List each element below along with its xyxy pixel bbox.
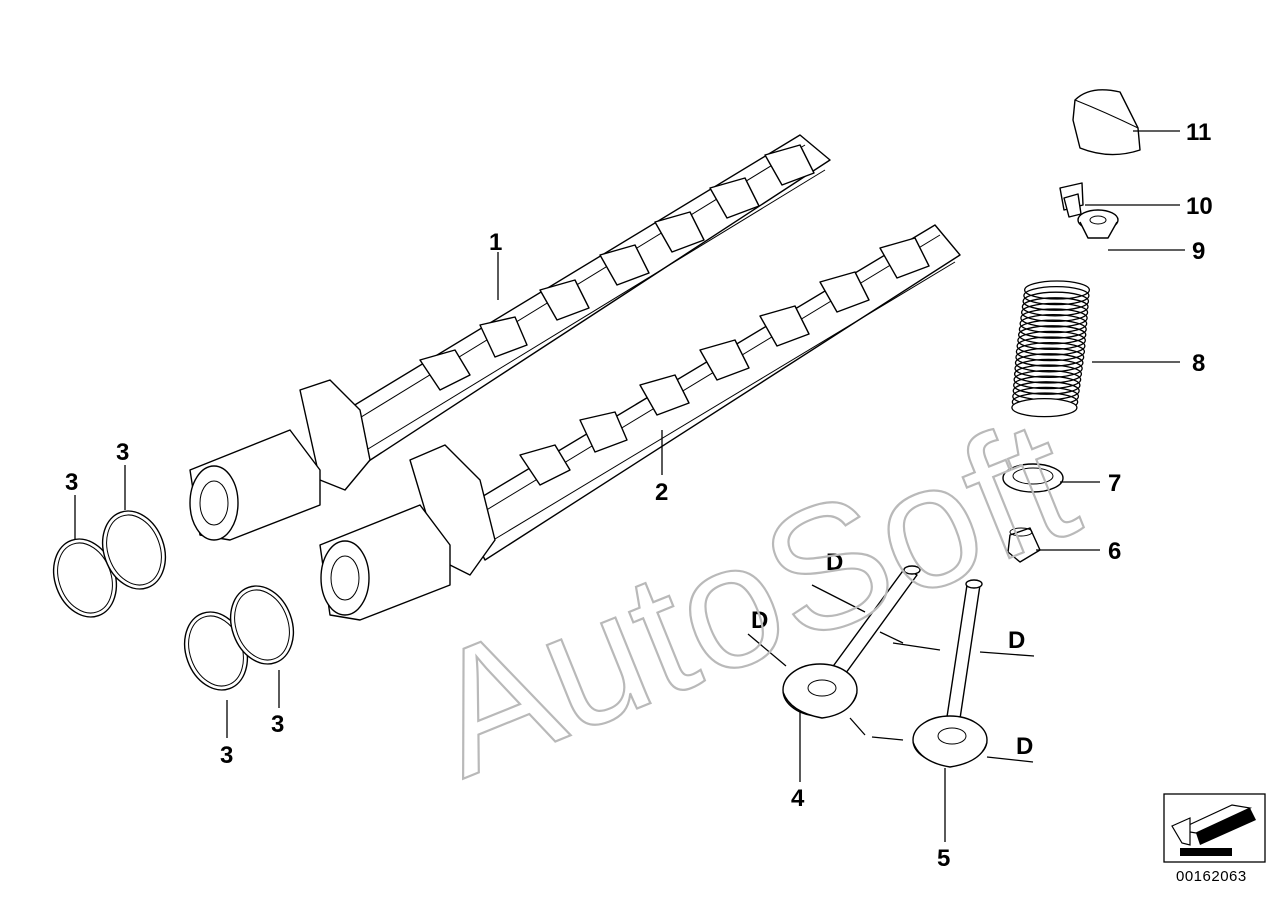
spring-coil	[1014, 353, 1084, 373]
spring-coil	[1016, 336, 1086, 356]
document-number: 00162063	[1176, 868, 1247, 885]
spring-coil	[1013, 369, 1082, 390]
spring-coil	[1014, 358, 1083, 379]
callout-4: 4	[791, 785, 805, 812]
callout-d2: D	[751, 607, 768, 634]
spring-coil	[1011, 397, 1078, 418]
callout-d3: D	[1008, 627, 1025, 654]
spring-coil	[1017, 325, 1087, 345]
callout-labels: 1 2 3 3 3 3 4 5 6 7 8 9 10 11 D D D D	[65, 119, 1213, 872]
watermark-text: AutoSoft	[404, 382, 1099, 814]
camshaft-2	[319, 224, 961, 621]
callout-3a: 3	[65, 469, 78, 496]
valve-keepers-10	[1059, 182, 1084, 218]
spring-coil	[1024, 280, 1091, 300]
spring-coil	[1023, 285, 1090, 306]
valve-4	[782, 565, 921, 719]
ring-3d	[229, 585, 295, 665]
stem-seal-6	[1007, 527, 1041, 563]
callout-5: 5	[937, 845, 950, 872]
callout-3b: 3	[116, 439, 129, 466]
valve-5	[912, 579, 988, 768]
spring-coil	[1013, 364, 1083, 384]
spring-seat-7	[1002, 463, 1064, 493]
spring-coil	[1021, 297, 1089, 317]
callout-d4: D	[1016, 733, 1033, 760]
callout-d1: D	[826, 549, 843, 576]
callout-10: 10	[1186, 193, 1213, 220]
callout-2: 2	[655, 479, 668, 506]
leader-lines	[74, 130, 1185, 842]
valve-spring-8	[1011, 280, 1091, 418]
spring-coil	[1020, 302, 1089, 323]
spring-coil	[1018, 319, 1087, 339]
spring-coil	[1015, 347, 1085, 367]
sealing-rings	[52, 510, 295, 691]
callout-7: 7	[1108, 470, 1121, 497]
spring-coil	[1022, 291, 1090, 311]
spring-coil	[1013, 375, 1081, 395]
ring-3b	[101, 510, 167, 590]
callout-3c: 3	[220, 742, 233, 769]
spring-coil	[1017, 330, 1086, 351]
callout-3d: 3	[271, 711, 284, 738]
callout-1: 1	[489, 229, 502, 256]
spring-coil	[1020, 308, 1088, 328]
view-direction-icon	[1163, 793, 1266, 863]
spring-coil	[1015, 341, 1086, 362]
bucket-tappet-11	[1072, 89, 1141, 156]
camshaft-1	[189, 134, 831, 541]
callout-9: 9	[1192, 238, 1205, 265]
callout-11: 11	[1186, 119, 1211, 146]
callout-6: 6	[1108, 538, 1121, 565]
spring-retainer-9	[1077, 209, 1119, 239]
callout-8: 8	[1192, 350, 1205, 377]
spring-coil	[1019, 313, 1088, 334]
